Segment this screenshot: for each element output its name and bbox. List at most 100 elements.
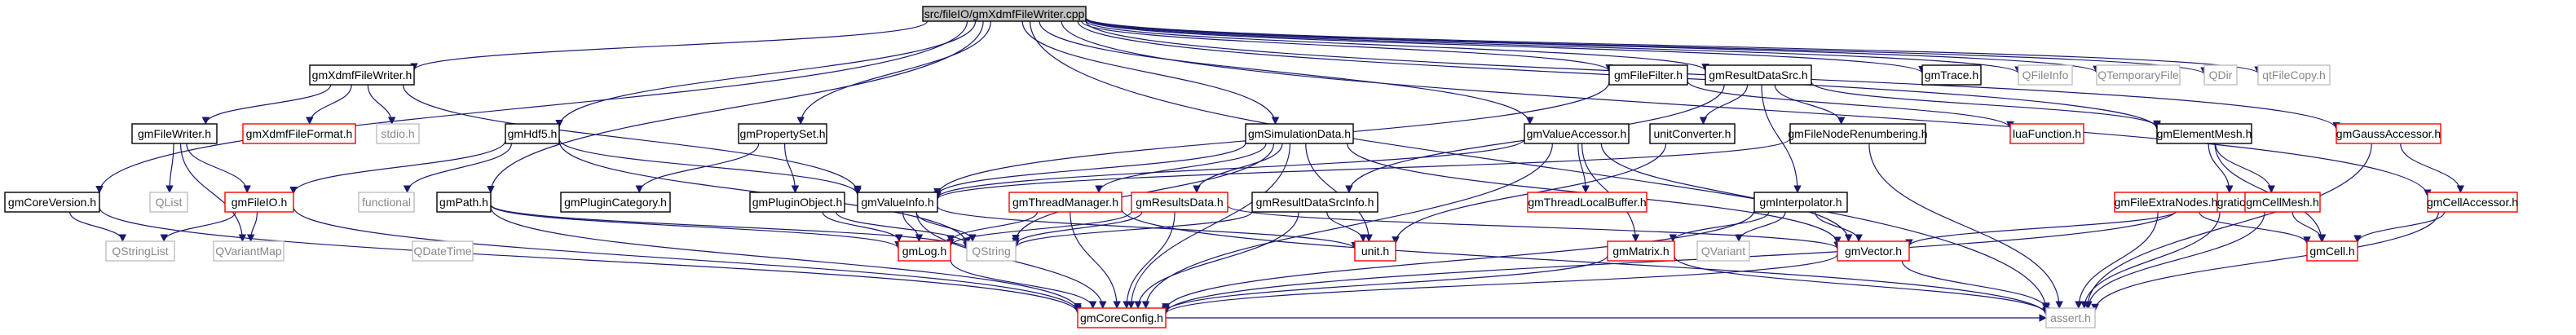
node-matrix[interactable]: gmMatrix.h (1607, 240, 1675, 262)
edge-filenoderenum-to-assert (1868, 143, 2063, 309)
node-coreversion[interactable]: gmCoreVersion.h (4, 192, 100, 213)
node-fileio[interactable]: gmFileIO.h (224, 192, 294, 213)
edge-path-to-log (490, 204, 902, 249)
node-label: luaFunction.h (2013, 127, 2081, 140)
node-box (2257, 64, 2331, 86)
edge-root-to-xdmfwriter (410, 20, 929, 71)
edge-simdata-to-coreconfig (1127, 143, 1291, 309)
node-box (1524, 123, 1630, 144)
node-cell[interactable]: gmCell.h (2306, 240, 2358, 262)
node-unit[interactable]: unit.h (1354, 240, 1396, 262)
edge-cellaccessor-to-cell (2353, 211, 2446, 244)
node-box (1789, 123, 1926, 144)
edge-vector-to-assert (1901, 260, 2050, 311)
node-path[interactable]: gmPath.h (436, 192, 492, 213)
edge-fileextranodes-to-assert (2075, 211, 2159, 309)
node-simdata[interactable]: gmSimulationData.h (1245, 123, 1354, 144)
node-resultdatasrc[interactable]: gmResultDataSrc.h (1705, 64, 1812, 86)
node-valueinfo[interactable]: gmValueInfo.h (857, 192, 938, 213)
edge-root-to-propertyset (796, 20, 991, 125)
edge-filewriter-to-qvariantmap (179, 143, 247, 242)
edge-hdf5-to-fileio (289, 140, 506, 195)
node-interpolator[interactable]: gmInterpolator.h (1753, 192, 1848, 213)
node-qvariantmap: QVariantMap (213, 240, 285, 262)
edge-root-to-filefilter (1081, 20, 1613, 73)
edge-filenoderenum-to-valueinfo (933, 138, 1791, 201)
node-box (1251, 192, 1378, 213)
edge-resultdatasrcinfo-to-unit (1326, 211, 1367, 242)
node-root[interactable]: src/fileIO/gmXdmfFileWriter.cpp (922, 6, 1087, 22)
node-resultdatasrcinfo[interactable]: gmResultDataSrcInfo.h (1251, 192, 1378, 213)
edge-simdata-to-valueinfo (933, 143, 1246, 196)
node-box (749, 192, 845, 213)
edge-resultsdata-to-qstring (1012, 211, 1143, 246)
edge-resultsdata-to-coreconfig (1123, 211, 1176, 309)
node-label: gmXdmfFileFormat.h (246, 127, 353, 140)
edge-fileextranodes-to-cell (2199, 211, 2311, 245)
node-functional: functional (358, 192, 415, 213)
node-label: gmCoreVersion.h (8, 196, 96, 209)
node-coreconfig[interactable]: gmCoreConfig.h (1077, 307, 1167, 328)
node-qstringlist: QStringList (105, 240, 175, 262)
node-filenoderenum[interactable]: gmFileNodeRenumbering.h (1788, 123, 1928, 144)
node-box (131, 123, 218, 144)
node-box (1008, 192, 1123, 213)
node-log[interactable]: gmLog.h (898, 240, 951, 262)
node-label: gmFileIO.h (232, 196, 287, 209)
node-qstring: QString (966, 240, 1017, 262)
node-label: QDateTime (413, 245, 471, 258)
node-label: functional (362, 196, 411, 209)
edge-filefilter-to-luafunction (1687, 80, 2014, 130)
node-threadlocalbuffer[interactable]: gmThreadLocalBuffer.h (1527, 192, 1647, 213)
node-valueaccessor[interactable]: gmValueAccessor.h (1524, 123, 1630, 144)
node-label: QList (156, 196, 183, 209)
node-cellaccessor[interactable]: gmCellAccessor.h (2427, 192, 2518, 213)
node-vector[interactable]: gmVector.h (1837, 240, 1910, 262)
node-box (1753, 192, 1848, 213)
edge-integrationrule-to-vector (1905, 209, 2179, 247)
node-label: src/fileIO/gmXdmfFileWriter.cpp (924, 7, 1085, 20)
node-filewriter[interactable]: gmFileWriter.h (131, 123, 218, 144)
node-xdmfwriter[interactable]: gmXdmfFileWriter.h (309, 64, 415, 86)
node-resultsdata[interactable]: gmResultsData.h (1131, 192, 1228, 213)
edge-filewriter-to-qlist (165, 143, 174, 193)
node-box (2009, 123, 2084, 144)
node-box (358, 192, 415, 213)
node-threadmanager[interactable]: gmThreadManager.h (1008, 192, 1123, 213)
node-box (1527, 192, 1647, 213)
node-xdmfformat[interactable]: gmXdmfFileFormat.h (242, 123, 356, 144)
node-gaussaccessor[interactable]: gmGaussAccessor.h (2336, 123, 2441, 144)
node-label: gmInterpolator.h (1759, 196, 1842, 209)
edge-cellmesh-to-cell (2291, 211, 2327, 242)
node-label: gmPropertySet.h (739, 127, 825, 140)
node-assert: assert.h (2045, 307, 2096, 328)
node-cellmesh[interactable]: gmCellMesh.h (2244, 192, 2321, 213)
edge-root-to-path (487, 20, 984, 194)
edge-fileio-to-coreconfig (293, 206, 1082, 313)
node-fileextranodes[interactable]: gmFileExtraNodes.h (2114, 192, 2218, 213)
edge-cellmesh-to-assert (2084, 211, 2265, 309)
node-trace[interactable]: gmTrace.h (1921, 64, 1982, 86)
node-elementmesh[interactable]: gmElementMesh.h (2156, 123, 2252, 144)
edge-resultdatasrcinfo-to-coreconfig (1134, 211, 1299, 309)
node-unitconverter[interactable]: unitConverter.h (1649, 123, 1736, 144)
node-box (898, 240, 951, 262)
node-pluginobject[interactable]: gmPluginObject.h (749, 192, 845, 213)
node-filefilter[interactable]: gmFileFilter.h (1608, 64, 1688, 86)
node-luafunction[interactable]: luaFunction.h (2009, 123, 2084, 144)
edge-matrix-to-assert (1674, 256, 2050, 315)
edge-hdf5-to-functional (403, 143, 513, 193)
node-box (213, 240, 285, 262)
node-label: unit.h (1361, 245, 1389, 258)
edge-resultdatasrcinfo-to-qstring (1012, 211, 1253, 249)
node-label: QDir (2209, 68, 2233, 82)
edge-valueaccessor-to-vector (1600, 143, 1853, 242)
edge-integrationrule-to-assert (2080, 211, 2221, 309)
node-propertyset[interactable]: gmPropertySet.h (738, 123, 827, 144)
node-hdf5[interactable]: gmHdf5.h (505, 123, 560, 144)
edge-root-to-qdir (1085, 17, 2208, 75)
node-box (2336, 123, 2441, 144)
edge-fileio-to-qvariantmap (246, 211, 258, 242)
node-plugincategory[interactable]: gmPluginCategory.h (560, 192, 671, 213)
node-label: gmResultDataSrc.h (1709, 68, 1807, 82)
